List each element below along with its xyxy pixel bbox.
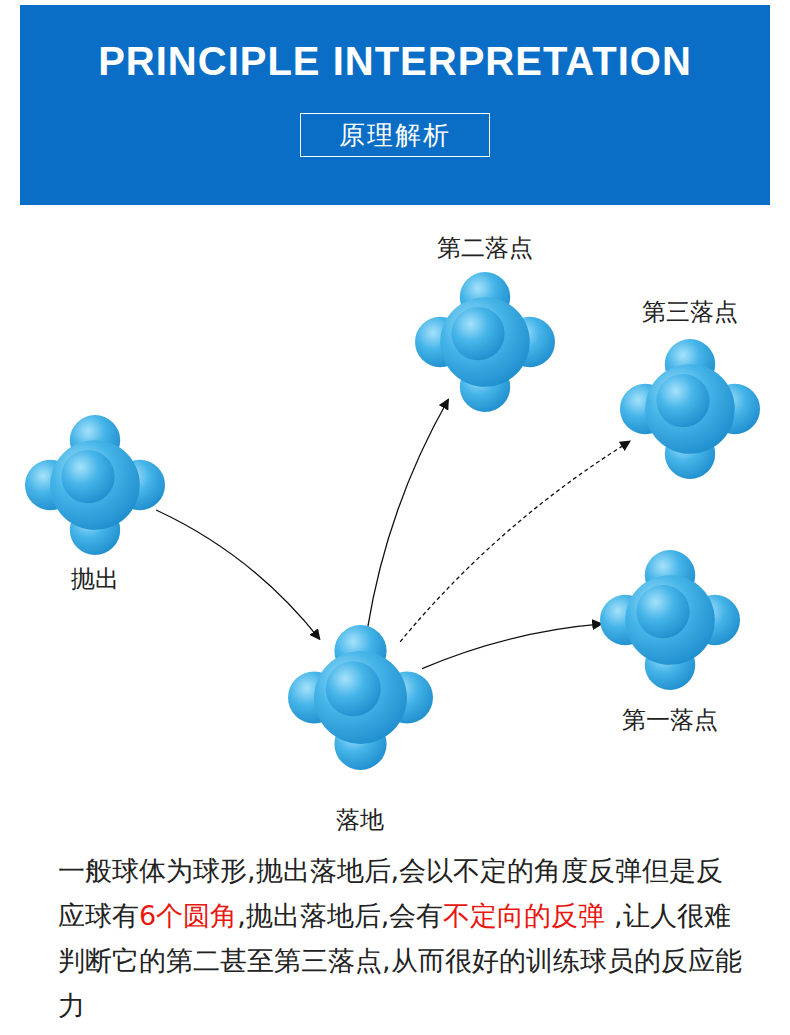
subtitle-text: 原理解析 bbox=[339, 119, 451, 151]
reaction-ball bbox=[288, 625, 433, 770]
ball-node: 抛出 bbox=[25, 415, 165, 555]
reaction-ball bbox=[415, 272, 555, 412]
point-label: 落地 bbox=[336, 806, 384, 834]
caption-text: 一般球体为球形,抛出落地后,会以不定的角度反弹但是反应球有6个圆角,抛出落地后,… bbox=[58, 848, 748, 1028]
reaction-ball bbox=[25, 415, 165, 555]
trajectory-arrow bbox=[422, 624, 602, 669]
ball-bump bbox=[440, 297, 530, 387]
ball-bump bbox=[645, 364, 735, 454]
ball-bump bbox=[625, 575, 715, 665]
subtitle-box: 原理解析 bbox=[300, 113, 490, 157]
reaction-ball bbox=[600, 550, 740, 690]
caption-highlight: 不定向的反弹 bbox=[443, 900, 605, 931]
trajectory-arrow bbox=[367, 399, 448, 629]
caption-highlight: 6个圆角 bbox=[139, 900, 237, 931]
header-title: PRINCIPLE INTERPRETATION bbox=[20, 36, 770, 86]
ball-node: 落地 bbox=[288, 625, 433, 770]
trajectory-arrow bbox=[156, 510, 320, 639]
point-label: 第一落点 bbox=[622, 706, 718, 734]
caption-run: ,抛出落地后,会有 bbox=[237, 900, 443, 931]
ball-node: 第一落点 bbox=[600, 550, 740, 690]
ball-bump bbox=[325, 661, 380, 716]
point-label: 抛出 bbox=[71, 565, 119, 593]
ball-node: 第三落点 bbox=[620, 339, 760, 479]
ball-bump bbox=[636, 585, 689, 638]
ball-node: 第二落点 bbox=[415, 272, 555, 412]
header-band bbox=[20, 5, 770, 205]
ball-bump bbox=[314, 651, 407, 744]
point-label: 第三落点 bbox=[642, 298, 738, 326]
reaction-ball bbox=[620, 339, 760, 479]
point-label: 第二落点 bbox=[437, 234, 533, 262]
trajectory-arrow bbox=[400, 441, 630, 642]
ball-bump bbox=[61, 450, 114, 503]
ball-bump bbox=[451, 307, 504, 360]
ball-bump bbox=[50, 440, 140, 530]
ball-bump bbox=[656, 374, 709, 427]
